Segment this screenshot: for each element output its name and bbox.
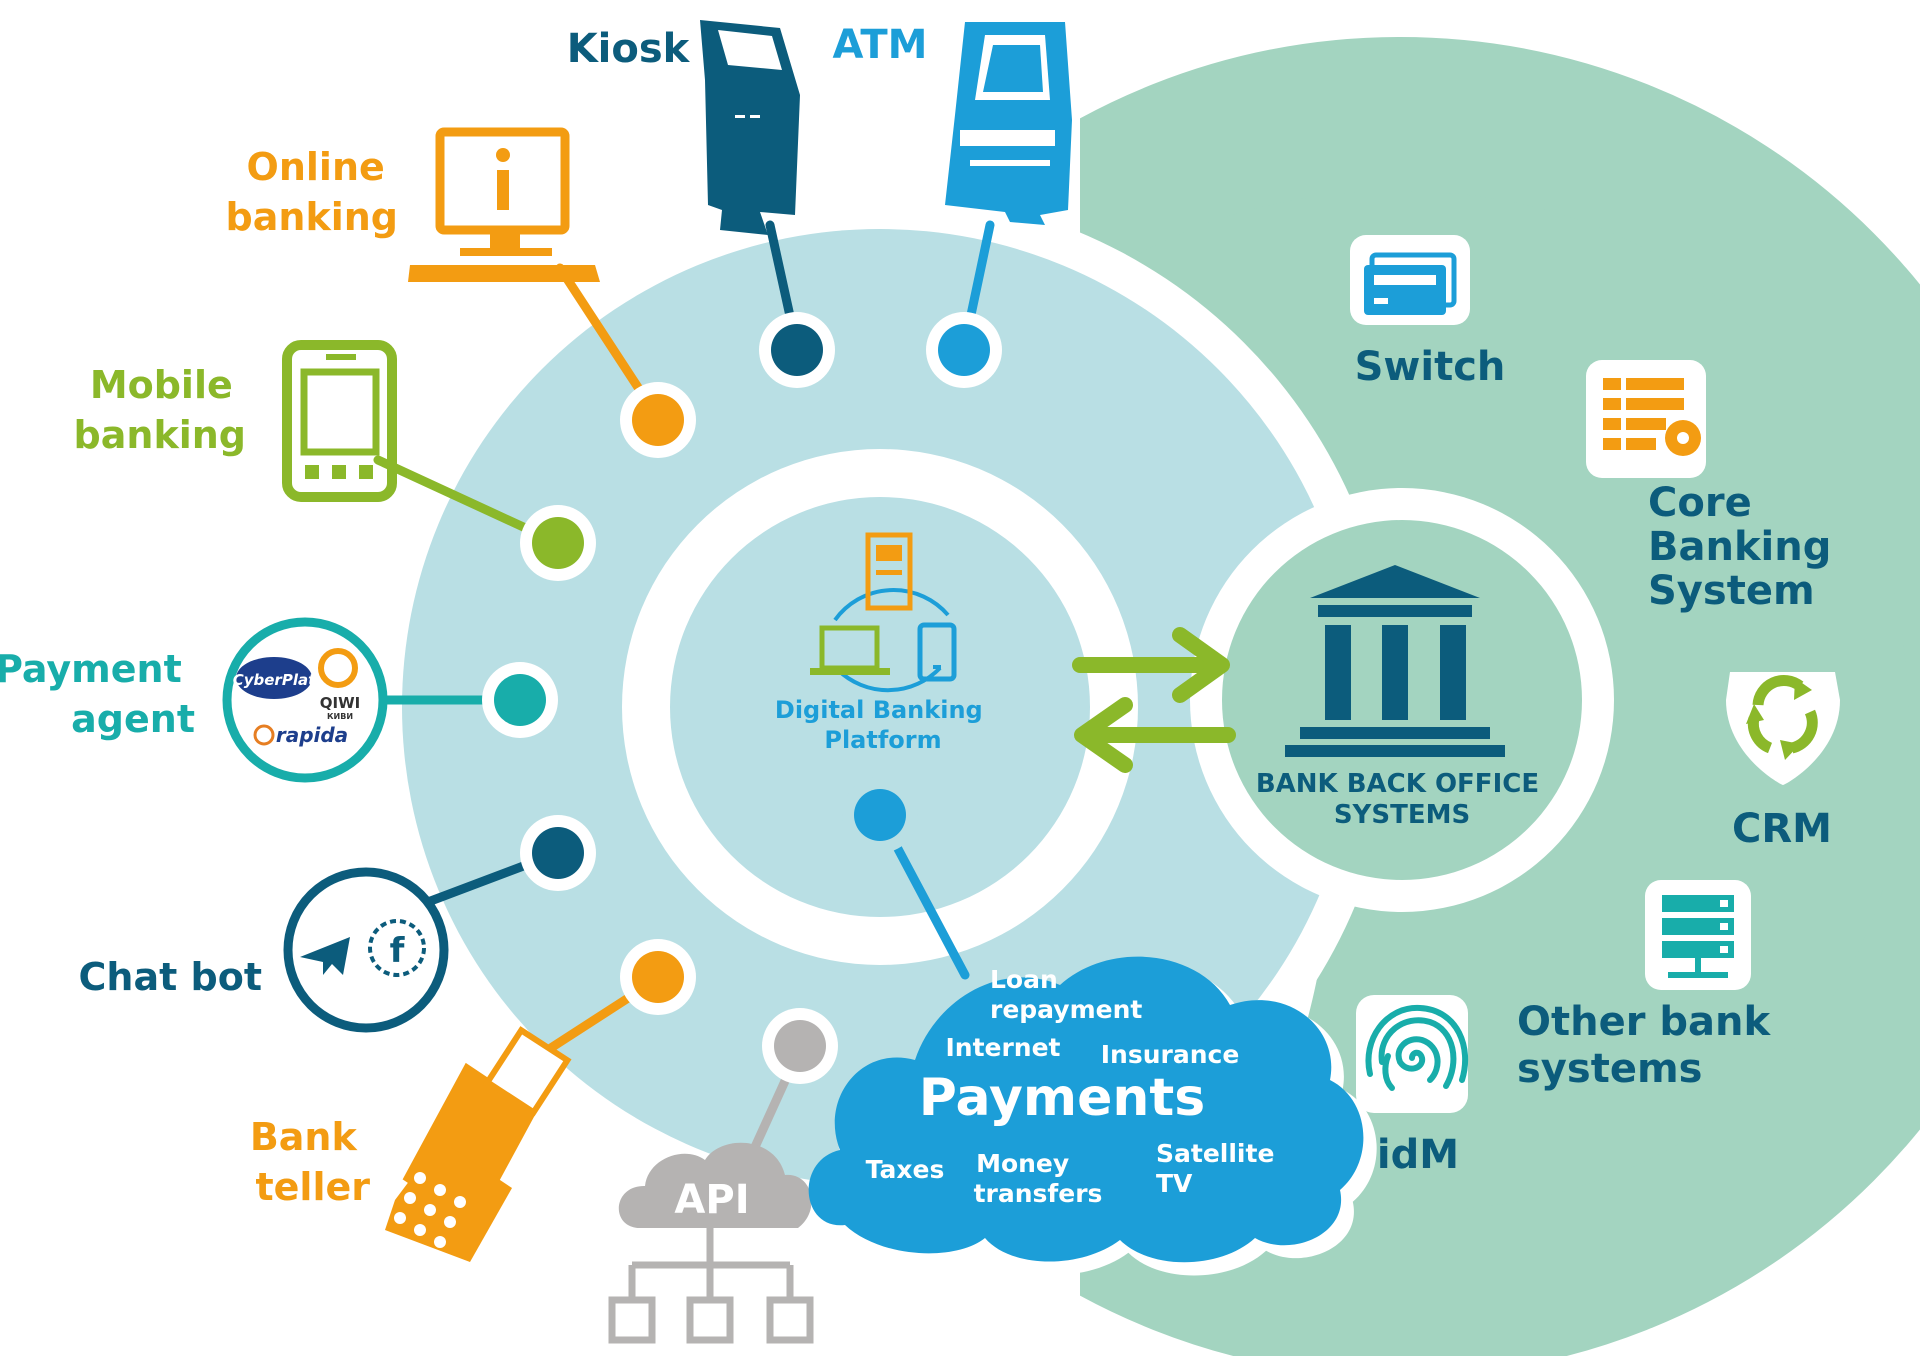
payment-agent-logos: CyberPlat QIWI КИВИ rapida <box>222 617 388 783</box>
monitor-icon <box>408 127 600 282</box>
payment-satellite-tv: Satellite TV <box>1156 1139 1283 1198</box>
idm-label: idM <box>1377 1132 1459 1178</box>
svg-text:QIWI: QIWI <box>320 694 360 712</box>
cyberplat-logo <box>236 657 312 699</box>
smartphone-icon <box>282 340 397 502</box>
payments-title: Payments <box>919 1068 1205 1128</box>
crm-icon <box>1726 672 1840 785</box>
switch-icon <box>1350 235 1470 325</box>
online-label: Online banking <box>226 145 398 239</box>
platform-disk <box>670 497 1090 917</box>
svg-text:CyberPlat: CyberPlat <box>233 671 316 689</box>
servers-icon <box>1645 880 1751 990</box>
mobile-label: Mobile banking <box>74 363 246 457</box>
qiwi-logo <box>318 648 358 688</box>
payments-labels: Payments Loan repayment Internet Insuran… <box>866 965 1283 1208</box>
bank-building-icon <box>1285 565 1505 757</box>
svg-text:f: f <box>390 931 406 971</box>
payment-loan: Loan repayment <box>990 965 1142 1024</box>
atm-icon <box>945 22 1072 225</box>
chat-bot-icons: f <box>283 867 449 1033</box>
svg-text:КИВИ: КИВИ <box>327 712 353 721</box>
payment-money-transfers: Money transfers <box>974 1149 1103 1208</box>
telegram-icon <box>300 937 350 975</box>
payment-insurance: Insurance <box>1101 1040 1240 1069</box>
network-tree-icon <box>608 1228 814 1344</box>
kiosk-label: Kiosk <box>567 26 691 72</box>
facebook-icon <box>368 919 426 977</box>
platform-label: Digital Banking Platform <box>775 696 991 754</box>
api-cloud-icon: API <box>618 1142 812 1228</box>
platform-icon <box>810 532 957 693</box>
teller-label: Bank teller <box>250 1115 370 1209</box>
svg-text:rapida: rapida <box>276 723 348 747</box>
kiosk-icon <box>700 20 800 235</box>
switch-label: Switch <box>1355 344 1506 390</box>
rapida-logo <box>253 724 275 746</box>
pos-terminal-icon <box>385 1026 572 1262</box>
data-flow-arrows <box>1072 627 1236 773</box>
connector-nodes <box>482 312 1002 1084</box>
payments-cloud <box>808 956 1377 1276</box>
chat-label: Chat bot <box>79 955 262 999</box>
svg-text:API: API <box>674 1177 749 1223</box>
payment-internet: Internet <box>945 1033 1060 1062</box>
core-banking-icon <box>1586 360 1706 478</box>
core-banking-label: Core Banking System <box>1648 480 1845 614</box>
crm-label: CRM <box>1732 806 1832 852</box>
other-systems-label: Other bank systems <box>1517 999 1784 1092</box>
back-office-label: BANK BACK OFFICE SYSTEMS <box>1256 769 1548 830</box>
fingerprint-icon <box>1356 995 1469 1113</box>
back-office-ring <box>1080 37 1920 1356</box>
agent-label: Payment agent <box>0 647 195 741</box>
atm-label: ATM <box>833 22 928 68</box>
payment-taxes: Taxes <box>866 1155 945 1184</box>
